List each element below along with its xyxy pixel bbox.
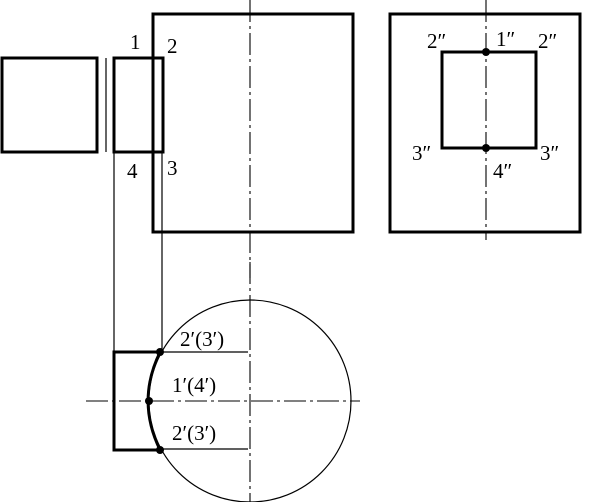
side-label-3-right: 3″ xyxy=(540,141,559,165)
front-view: 1 2 3 4 xyxy=(0,0,355,278)
top-point-1-4 xyxy=(145,397,153,405)
top-label-2-3-upper: 2′(3′) xyxy=(180,327,224,351)
side-label-2-right: 2″ xyxy=(538,29,557,53)
top-view: 2′(3′) 1′(4′) 2′(3′) xyxy=(86,262,360,502)
side-view: 1″ 2″ 2″ 3″ 3″ 4″ xyxy=(388,0,582,240)
front-label-3: 3 xyxy=(167,156,178,180)
top-point-2-3-upper xyxy=(156,348,164,356)
top-point-2-3-lower xyxy=(156,446,164,454)
side-label-1: 1″ xyxy=(496,27,515,51)
front-label-2: 2 xyxy=(167,34,178,58)
side-point-4 xyxy=(482,144,490,152)
side-outer-block xyxy=(388,12,582,234)
side-point-1 xyxy=(482,48,490,56)
side-label-3-left: 3″ xyxy=(412,141,431,165)
front-large-block xyxy=(151,12,355,234)
top-prism-outline xyxy=(112,350,160,452)
front-label-1: 1 xyxy=(130,30,141,54)
projection-lines xyxy=(113,152,163,352)
front-cut-prism xyxy=(112,56,165,154)
front-label-4: 4 xyxy=(127,159,138,183)
side-label-2-left: 2″ xyxy=(427,29,446,53)
top-label-1-4: 1′(4′) xyxy=(172,373,216,397)
front-left-prism xyxy=(0,56,99,154)
side-label-4: 4″ xyxy=(493,159,512,183)
side-hole-outline xyxy=(440,50,538,150)
top-label-2-3-lower: 2′(3′) xyxy=(172,421,216,445)
